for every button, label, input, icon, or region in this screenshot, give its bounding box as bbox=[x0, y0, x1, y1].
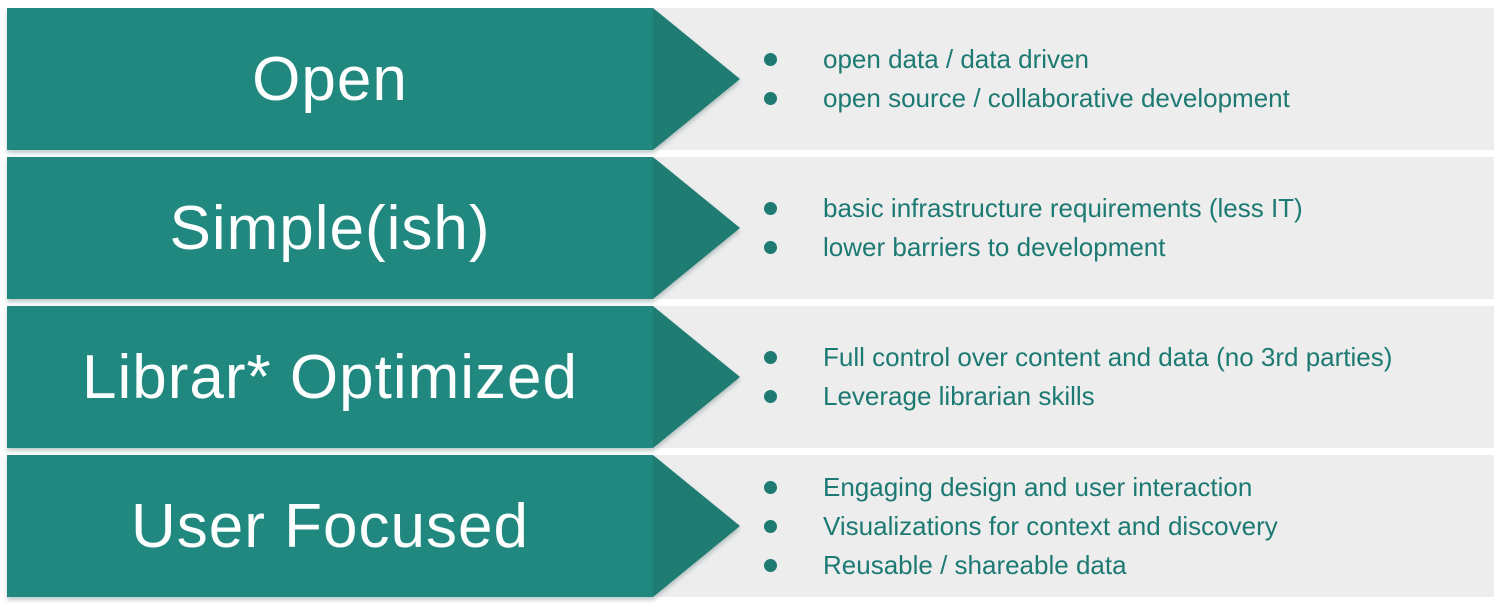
bullet-item: Full control over content and data (no 3… bbox=[764, 338, 1494, 377]
arrow-banner: Librar* Optimized bbox=[7, 306, 740, 448]
bullet-item: open source / collaborative development bbox=[764, 79, 1494, 118]
bullet-item: Leverage librarian skills bbox=[764, 377, 1494, 416]
bullet-dot-icon bbox=[764, 558, 777, 572]
bullet-list: Full control over content and data (no 3… bbox=[655, 338, 1494, 416]
bullet-text: Full control over content and data (no 3… bbox=[823, 342, 1393, 372]
bullet-dot-icon bbox=[764, 390, 777, 403]
bullet-text: Leverage librarian skills bbox=[823, 381, 1095, 411]
process-rows: open data / data driven open source / col… bbox=[0, 8, 1503, 597]
arrow-head-icon bbox=[653, 306, 740, 448]
bullet-text: basic infrastructure requirements (less … bbox=[823, 193, 1303, 223]
bullet-item: Reusable / shareable data bbox=[764, 546, 1494, 585]
process-row: open data / data driven open source / col… bbox=[0, 8, 1503, 150]
arrow-banner-body: Open bbox=[7, 8, 653, 150]
arrow-banner-body: User Focused bbox=[7, 455, 653, 597]
bullet-text: Reusable / shareable data bbox=[823, 549, 1127, 580]
arrow-label: User Focused bbox=[131, 491, 529, 561]
arrow-banner: Simple(ish) bbox=[7, 157, 740, 299]
process-row: Full control over content and data (no 3… bbox=[0, 306, 1503, 448]
bullet-dot-icon bbox=[764, 241, 777, 254]
bullet-dot-icon bbox=[764, 480, 777, 494]
bullet-text: open data / data driven bbox=[823, 44, 1089, 74]
bullet-dot-icon bbox=[764, 351, 777, 364]
arrow-banner: User Focused bbox=[7, 455, 740, 597]
bullet-panel: Full control over content and data (no 3… bbox=[655, 306, 1494, 448]
bullet-text: lower barriers to development bbox=[823, 232, 1166, 262]
bullet-dot-icon bbox=[764, 519, 777, 533]
bullet-dot-icon bbox=[764, 202, 777, 215]
arrow-label: Open bbox=[252, 44, 408, 114]
arrow-banner: Open bbox=[7, 8, 740, 150]
arrow-head-icon bbox=[653, 455, 740, 597]
bullet-dot-icon bbox=[764, 53, 777, 66]
bullet-item: basic infrastructure requirements (less … bbox=[764, 189, 1494, 228]
bullet-list: basic infrastructure requirements (less … bbox=[655, 189, 1494, 267]
process-row: basic infrastructure requirements (less … bbox=[0, 157, 1503, 299]
arrow-banner-body: Librar* Optimized bbox=[7, 306, 653, 448]
bullet-item: open data / data driven bbox=[764, 40, 1494, 79]
bullet-item: lower barriers to development bbox=[764, 228, 1494, 267]
arrow-banner-body: Simple(ish) bbox=[7, 157, 653, 299]
arrow-label: Simple(ish) bbox=[169, 193, 491, 263]
bullet-text: Engaging design and user interaction bbox=[823, 471, 1253, 502]
bullet-list: open data / data driven open source / col… bbox=[655, 40, 1494, 118]
bullet-dot-icon bbox=[764, 92, 777, 105]
bullet-item: Engaging design and user interaction bbox=[764, 468, 1494, 507]
bullet-text: open source / collaborative development bbox=[823, 83, 1290, 113]
bullet-item: Visualizations for context and discovery bbox=[764, 507, 1494, 546]
bullet-text: Visualizations for context and discovery bbox=[823, 510, 1278, 541]
bullet-panel: open data / data driven open source / col… bbox=[655, 8, 1494, 150]
arrow-head-icon bbox=[653, 157, 740, 299]
bullet-panel: basic infrastructure requirements (less … bbox=[655, 157, 1494, 299]
arrow-label: Librar* Optimized bbox=[82, 342, 578, 412]
arrow-head-icon bbox=[653, 8, 740, 150]
